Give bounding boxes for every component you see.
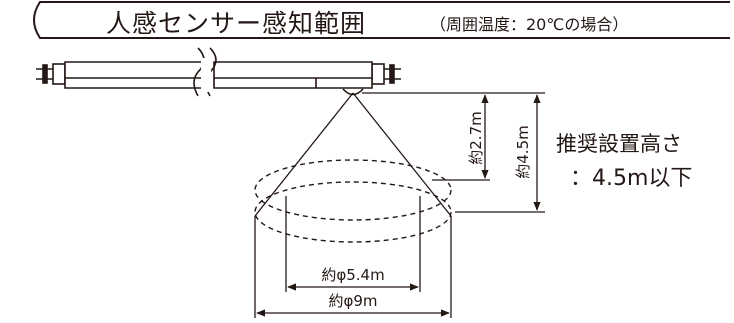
recommended-height-label: 推奨設置高さ <box>556 132 682 156</box>
recommended-height-value: ：4.5m以下 <box>570 166 693 191</box>
title-frame <box>33 1 730 39</box>
led-tube-icon <box>36 47 401 97</box>
height-label-inner: 約2.7m <box>467 111 485 164</box>
diameter-label-outer: 約φ9m <box>328 292 377 310</box>
detection-area-ellipses <box>254 159 452 243</box>
diameter-label-inner: 約φ5.4m <box>321 266 384 284</box>
diagram-subtitle: （周囲温度：20℃の場合） <box>430 15 629 34</box>
diagram-title: 人感センサー感知範囲 <box>106 9 367 38</box>
height-label-outer: 約4.5m <box>514 125 532 178</box>
detection-cone <box>254 92 452 217</box>
